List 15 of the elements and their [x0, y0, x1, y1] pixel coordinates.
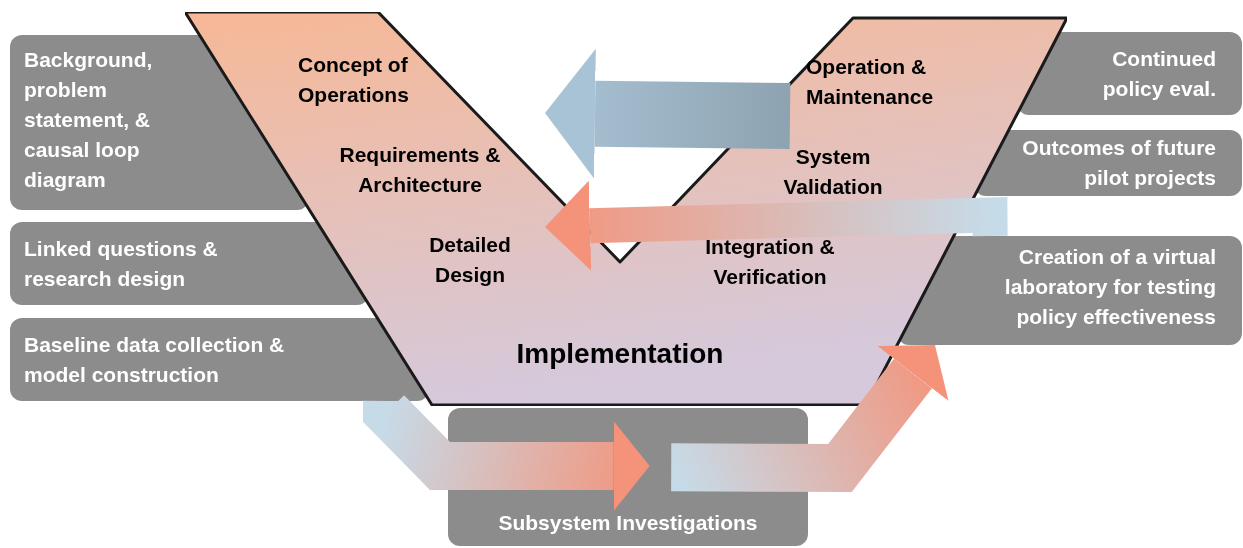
phase-title: Implementation [515, 337, 725, 371]
panel-label: Outcomes of future pilot projects [1021, 135, 1216, 191]
stage-label: Requirements & Architecture [338, 142, 502, 198]
panel-label: Background, problem statement, & causal loop diagram [24, 47, 154, 193]
stage-label: Operation & Maintenance [806, 54, 935, 110]
stage-label: System Validation [782, 144, 884, 200]
panel-label: Linked questions & research design [24, 236, 219, 292]
panel-label: Subsystem Investigations [497, 510, 759, 536]
panel-label: Creation of a virtual laboratory for testing policy effectiveness [1003, 244, 1216, 330]
stage-label: Integration & Verification [704, 234, 836, 290]
panel-label: Baseline data collection & model construction [24, 332, 286, 388]
stage-label: Detailed Design [428, 232, 512, 288]
panel-label: Continued policy eval. [1101, 46, 1216, 102]
arrow [544, 180, 1008, 271]
stage-label: Concept of Operations [298, 52, 410, 108]
